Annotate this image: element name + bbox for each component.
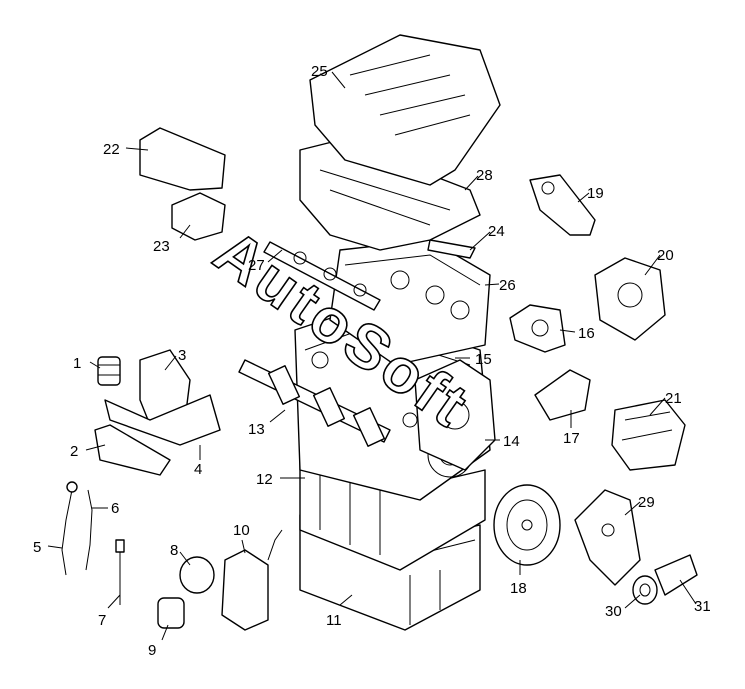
part-cylinder-head xyxy=(329,239,491,366)
callout-15: 15 xyxy=(475,351,492,368)
callout-1: 1 xyxy=(73,355,81,372)
part-fuel-filter xyxy=(157,597,185,629)
callout-20: 20 xyxy=(657,247,674,264)
callout-29: 29 xyxy=(638,494,655,511)
part-upper-mount xyxy=(139,127,226,191)
part-flywheel xyxy=(493,484,561,566)
leader-lines xyxy=(47,71,697,641)
callout-3: 3 xyxy=(178,347,186,364)
callout-5: 5 xyxy=(33,539,41,556)
callout-14: 14 xyxy=(503,433,520,450)
part-lower-mount xyxy=(171,192,226,241)
part-filter-element xyxy=(97,356,121,386)
callout-30: 30 xyxy=(605,603,622,620)
callout-23: 23 xyxy=(153,238,170,255)
part-pump xyxy=(594,257,666,341)
callout-6: 6 xyxy=(111,500,119,517)
part-bushing xyxy=(632,575,658,605)
callout-13: 13 xyxy=(248,421,265,438)
part-oil-pump xyxy=(221,529,283,631)
part-thermostat-housing xyxy=(529,174,596,236)
part-oil-cooler xyxy=(104,394,221,446)
callout-8: 8 xyxy=(170,542,178,559)
part-dipstick-tube xyxy=(85,489,93,571)
callout-31: 31 xyxy=(694,598,711,615)
part-starter-motor xyxy=(611,399,686,471)
callout-18: 18 xyxy=(510,580,527,597)
callout-28: 28 xyxy=(476,167,493,184)
callout-26: 26 xyxy=(499,277,516,294)
part-vacuum-pump xyxy=(509,304,566,353)
part-crankcase xyxy=(299,459,486,571)
callout-21: 21 xyxy=(665,390,682,407)
part-bracket xyxy=(94,424,171,476)
callout-27: 27 xyxy=(248,257,265,274)
part-dipstick xyxy=(61,481,78,576)
callout-16: 16 xyxy=(578,325,595,342)
part-camshaft xyxy=(263,241,381,311)
part-engine-bracket xyxy=(574,489,641,586)
callout-19: 19 xyxy=(587,185,604,202)
callout-7: 7 xyxy=(98,612,106,629)
callout-22: 22 xyxy=(103,141,120,158)
callout-10: 10 xyxy=(233,522,250,539)
part-crankshaft xyxy=(238,359,391,447)
callout-4: 4 xyxy=(194,461,202,478)
callout-9: 9 xyxy=(148,642,156,659)
callout-24: 24 xyxy=(488,223,505,240)
part-mount-arm xyxy=(654,554,698,596)
callout-17: 17 xyxy=(563,430,580,447)
part-oil-filter xyxy=(179,556,215,594)
callout-11: 11 xyxy=(326,612,342,629)
callout-12: 12 xyxy=(256,471,273,488)
part-water-outlet xyxy=(534,369,591,421)
callout-25: 25 xyxy=(311,63,328,80)
callout-2: 2 xyxy=(70,443,78,460)
part-engine-cover xyxy=(309,34,501,186)
part-head-gasket xyxy=(427,239,476,259)
